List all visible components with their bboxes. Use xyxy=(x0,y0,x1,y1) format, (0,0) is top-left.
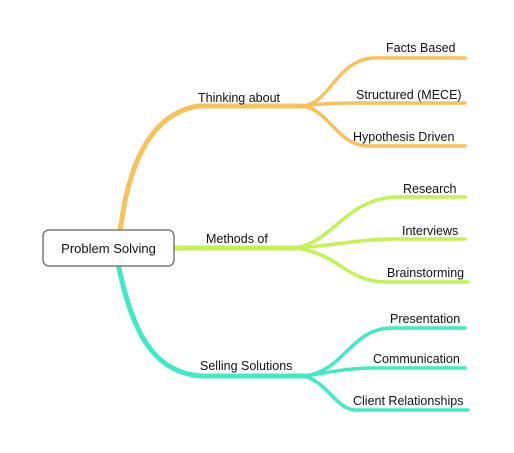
branch-label-selling-solutions: Selling Solutions xyxy=(200,359,292,373)
root-node: Problem Solving xyxy=(42,229,175,267)
leaf-label-hypothesis-driven: Hypothesis Driven xyxy=(353,130,454,144)
branch-label-thinking-about: Thinking about xyxy=(198,91,281,105)
branch-selling-solutions: Selling Solutions Presentation Communica… xyxy=(115,261,470,412)
root-node-label: Problem Solving xyxy=(61,241,156,256)
connector-to-structured-mece xyxy=(300,101,467,108)
leaf-label-research: Research xyxy=(403,182,457,196)
leaf-label-interviews: Interviews xyxy=(402,224,458,238)
connector-to-hypothesis-driven xyxy=(300,104,467,148)
branch-label-methods-of: Methods of xyxy=(206,232,268,246)
connector-to-brainstorming xyxy=(294,246,470,284)
leaf-label-facts-based: Facts Based xyxy=(386,41,456,55)
connector-to-research xyxy=(294,195,467,250)
leaf-label-client-relationships: Client Relationships xyxy=(353,394,463,408)
leaf-label-presentation: Presentation xyxy=(390,312,460,326)
connector-root-to-selling-solutions xyxy=(115,261,308,379)
connector-root-to-thinking-about xyxy=(117,103,305,235)
connector-to-communication xyxy=(303,366,467,378)
root-node-box xyxy=(42,229,175,267)
leaf-label-brainstorming: Brainstorming xyxy=(387,266,464,280)
connector-to-interviews xyxy=(294,237,467,250)
branch-thinking-about: Thinking about Facts Based Structured (M… xyxy=(117,41,467,235)
connector-to-client-relationships xyxy=(303,374,470,412)
branch-methods-of: Methods of Research Interviews Brainstor… xyxy=(171,182,470,284)
leaf-label-structured-mece: Structured (MECE) xyxy=(356,88,462,102)
leaf-label-communication: Communication xyxy=(373,352,460,366)
